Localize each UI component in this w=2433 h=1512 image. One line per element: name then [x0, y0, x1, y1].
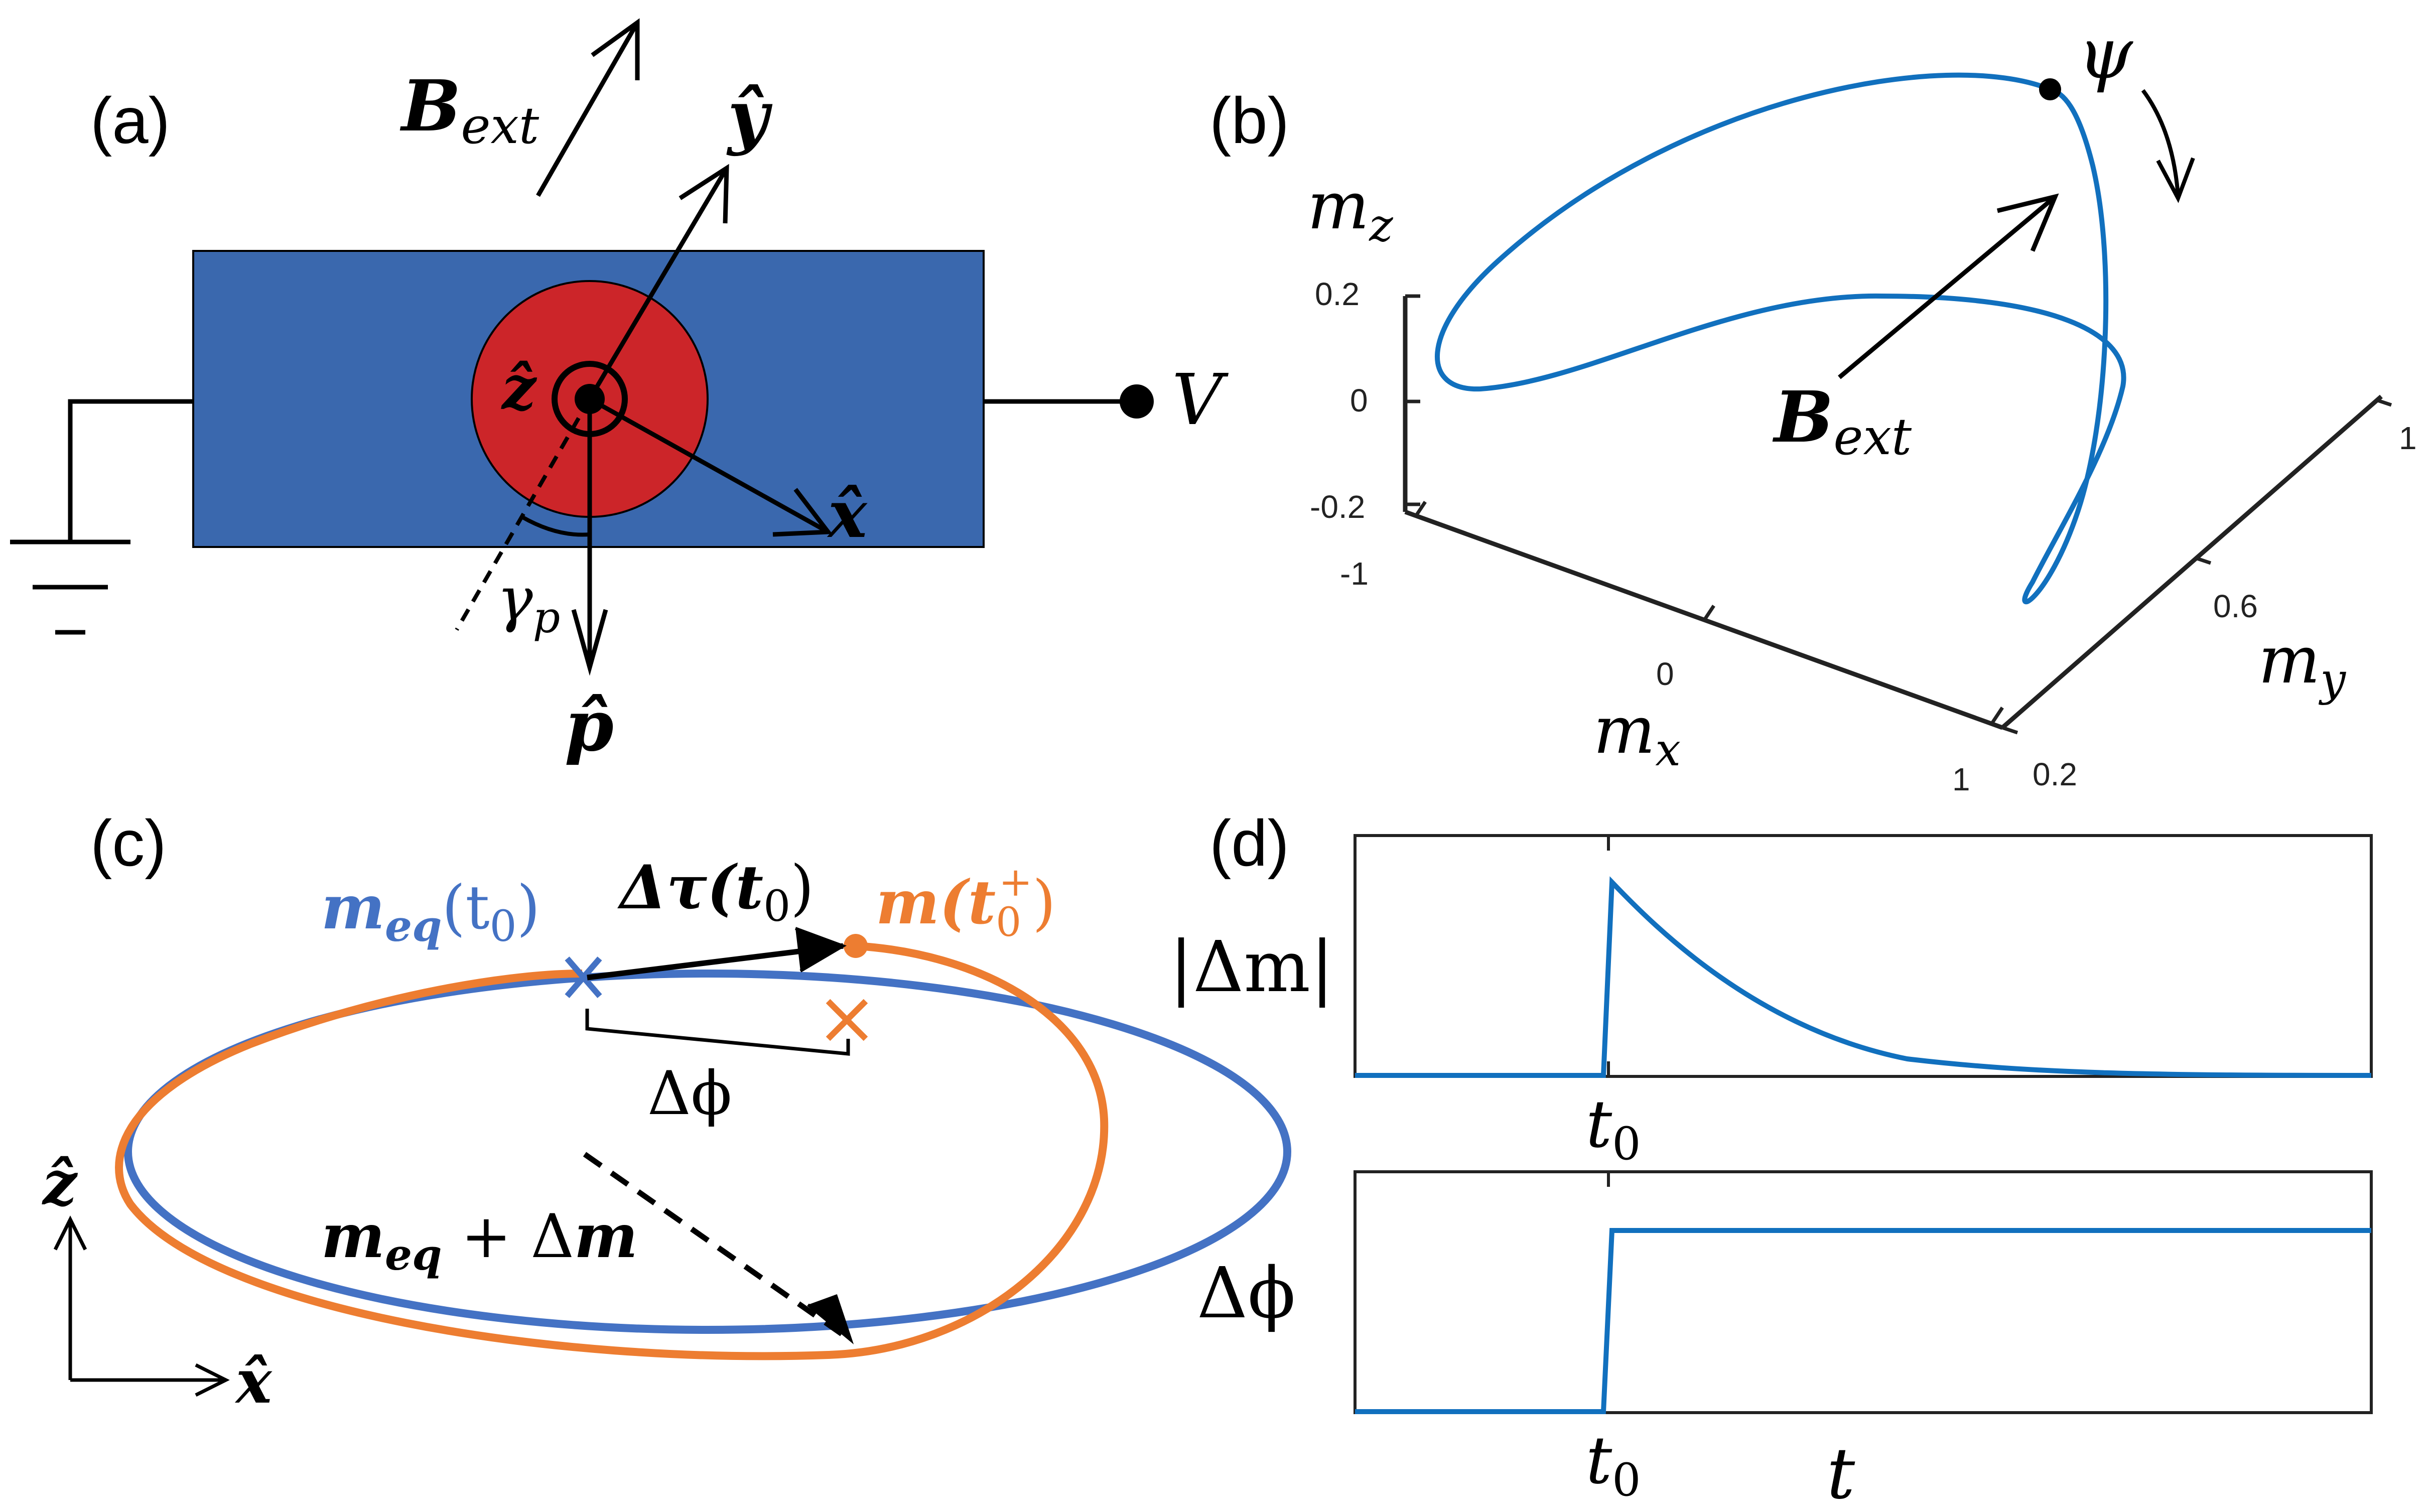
mz-axis-label: mz	[1307, 168, 1393, 252]
dashed-reference-line	[455, 398, 592, 631]
panel-a-label: (a)	[90, 84, 170, 157]
d-bottom-axes	[1354, 1170, 2373, 1414]
ground-wire	[68, 399, 193, 542]
panel-b-label: (b)	[1209, 84, 1289, 157]
z-tick-label-1: 0.2	[1315, 276, 1360, 312]
rotation-direction-arrow	[2141, 89, 2180, 196]
meq-t0-label: meq(t0)	[321, 872, 540, 951]
z-tick-label-3: -0.2	[1310, 489, 1365, 525]
d-bottom-t0-label: t0	[1586, 1422, 1641, 1506]
my-axis-label: my	[2258, 622, 2346, 706]
delta-m-dashed-arrow	[583, 1152, 845, 1337]
m-t0-plus-label: m(t0+)	[876, 859, 1056, 945]
d-t-axis-label: t	[1827, 1433, 1855, 1512]
mx-axis-label: mx	[1593, 692, 1681, 776]
y-axis-line	[2001, 394, 2383, 730]
c-x-axis-arrowhead	[195, 1363, 230, 1397]
z-tick-label-2: 0	[1350, 382, 1368, 419]
x-tick-label-3: 1	[1952, 761, 1970, 797]
b-ext-label: Bext	[399, 65, 539, 155]
magnetization-trajectory	[1435, 72, 2126, 605]
psi-label: ψ	[2078, 13, 2133, 95]
b-ext-arrowhead	[591, 18, 640, 80]
y-tick-label-3: 1	[2399, 420, 2417, 456]
delta-phi-bracket	[585, 1009, 850, 1056]
psi-point	[2039, 78, 2061, 100]
panel-c: (c) meq(t0) Δτ(t0) m(t0+) Δϕ	[42, 806, 1291, 1417]
c-z-axis-arrowhead	[53, 1215, 87, 1251]
d-bottom-trace	[1355, 1228, 2371, 1414]
gamma-angle-arc	[521, 515, 590, 537]
x-tick-3	[1991, 707, 2004, 724]
gamma-p-label: γp	[497, 565, 560, 643]
y-tick-1	[2001, 726, 2018, 735]
equilibrium-orbit	[124, 970, 1291, 1334]
y-hat-label: ŷ	[726, 75, 773, 158]
x-tick-2	[1702, 605, 1715, 622]
voltage-label: V	[1172, 359, 1229, 441]
d-top-axes	[1354, 834, 2373, 1078]
y-tick-label-2: 0.6	[2213, 588, 2258, 624]
b-ext-arrow-b	[1838, 195, 2057, 379]
c-x-hat-label: x̂	[234, 1346, 273, 1417]
panel-d-label: (d)	[1209, 806, 1289, 880]
m-t0-plus-point	[844, 934, 868, 958]
d-top-t0-label: t0	[1586, 1086, 1641, 1170]
panel-b: (b) 0.2 0 -0.2 -1 0 1 0.2 0.6 1 mz mx	[1209, 13, 2417, 797]
y-tick-3	[2375, 398, 2392, 407]
delta-m-arrowhead	[807, 1294, 854, 1344]
rotation-direction-arrowhead	[2156, 157, 2195, 203]
voltage-terminal-dot	[1120, 384, 1154, 419]
x-hat-label: x̂	[827, 476, 868, 553]
y-tick-2	[2195, 556, 2212, 565]
x-tick-label-2: 0	[1656, 656, 1674, 692]
delta-tau-label: Δτ(t0)	[617, 852, 814, 931]
b-ext-arrow	[536, 21, 639, 197]
delta-phi-label: Δϕ	[647, 1059, 732, 1129]
y-hat-arrow	[588, 167, 729, 400]
d-bottom-ylabel: Δϕ	[1197, 1253, 1296, 1334]
x-tick-1	[1414, 501, 1427, 518]
meq-cross-2	[565, 956, 602, 998]
panel-d: (d) |Δm| t0 Δϕ t0 t	[1169, 806, 2373, 1512]
d-top-trace	[1355, 876, 2372, 1078]
p-hat-label: p̂	[565, 685, 614, 767]
d-top-ylabel: |Δm|	[1169, 926, 1334, 1008]
z-hat-label: ẑ	[501, 353, 537, 424]
perturbed-orbit	[115, 942, 1109, 1360]
meq-plus-dm-label: meq + Δm	[321, 1201, 638, 1280]
x-hat-arrow	[588, 397, 830, 534]
b-ext-label-b: Bext	[1772, 376, 1912, 466]
shifted-phase-cross-2	[826, 999, 868, 1041]
y-tick-label-1: 0.2	[2033, 756, 2077, 792]
x-hat-arrowhead	[772, 488, 833, 537]
delta-tau-arrowhead	[794, 927, 847, 973]
y-hat-arrowhead	[679, 164, 729, 224]
c-z-hat-label: ẑ	[42, 1148, 78, 1219]
x-tick-label-1: -1	[1340, 556, 1369, 592]
panel-c-label: (c)	[90, 806, 167, 880]
p-hat-arrowhead	[571, 609, 608, 676]
b-ext-arrowhead-b	[1996, 193, 2059, 252]
panel-a: (a) V Bext	[10, 18, 1229, 767]
